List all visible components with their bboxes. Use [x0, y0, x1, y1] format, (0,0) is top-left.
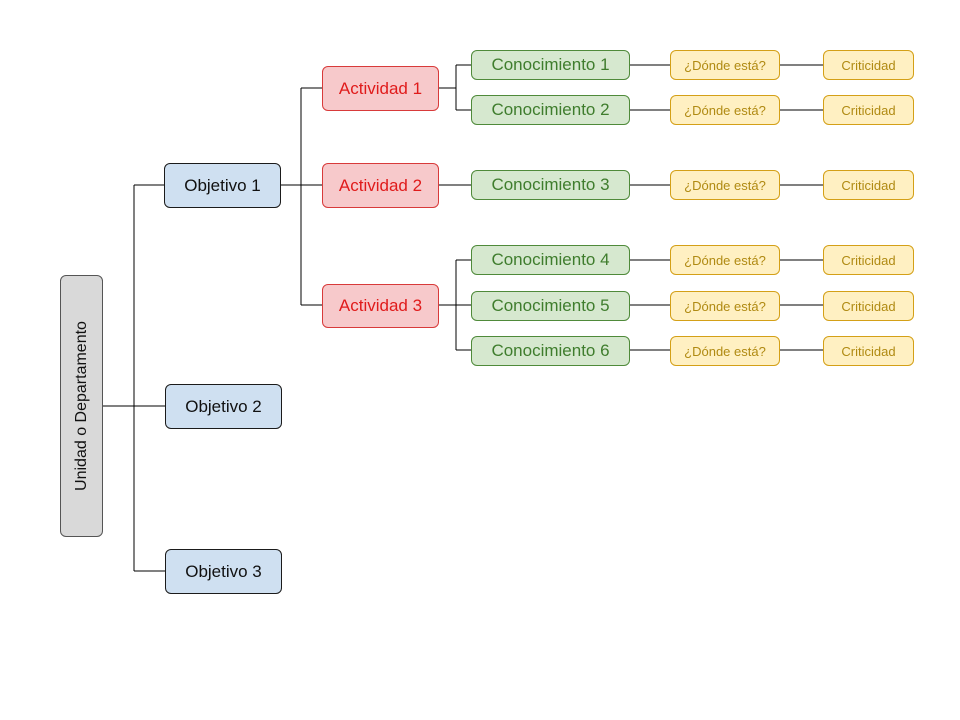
- where-5-node: ¿Dónde está?: [670, 291, 780, 321]
- objective-3-node: Objetivo 3: [165, 549, 282, 594]
- criticality-2-node: Criticidad: [823, 95, 914, 125]
- criticality-label: Criticidad: [841, 298, 896, 314]
- criticality-1-node: Criticidad: [823, 50, 914, 80]
- criticality-label: Criticidad: [841, 343, 896, 359]
- objective-1-node: Objetivo 1: [164, 163, 281, 208]
- where-2-node: ¿Dónde está?: [670, 95, 780, 125]
- knowledge-4-node: Conocimiento 4: [471, 245, 630, 275]
- knowledge-label: Conocimiento 1: [491, 55, 610, 74]
- knowledge-label: Conocimiento 5: [491, 296, 610, 315]
- criticality-3-node: Criticidad: [823, 170, 914, 200]
- root-label: Unidad o Departamento: [72, 321, 90, 491]
- knowledge-label: Conocimiento 4: [491, 250, 610, 269]
- activity-3-node: Actividad 3: [322, 284, 439, 328]
- where-3-node: ¿Dónde está?: [670, 170, 780, 200]
- criticality-label: Criticidad: [841, 177, 896, 193]
- knowledge-label: Conocimiento 3: [491, 175, 610, 194]
- activity-label: Actividad 1: [338, 78, 423, 98]
- objective-2-node: Objetivo 2: [165, 384, 282, 429]
- where-label: ¿Dónde está?: [684, 298, 766, 314]
- objective-label: Objetivo 1: [184, 175, 261, 195]
- knowledge-6-node: Conocimiento 6: [471, 336, 630, 366]
- root-node: Unidad o Departamento: [60, 275, 103, 537]
- activity-1-node: Actividad 1: [322, 66, 439, 111]
- activity-label: Actividad 2: [338, 175, 423, 195]
- where-label: ¿Dónde está?: [684, 177, 766, 193]
- criticality-label: Criticidad: [841, 57, 896, 73]
- knowledge-2-node: Conocimiento 2: [471, 95, 630, 125]
- knowledge-label: Conocimiento 2: [491, 100, 610, 119]
- objective-label: Objetivo 2: [185, 396, 262, 416]
- activity-2-node: Actividad 2: [322, 163, 439, 208]
- criticality-4-node: Criticidad: [823, 245, 914, 275]
- where-4-node: ¿Dónde está?: [670, 245, 780, 275]
- criticality-label: Criticidad: [841, 252, 896, 268]
- where-label: ¿Dónde está?: [684, 343, 766, 359]
- criticality-label: Criticidad: [841, 102, 896, 118]
- knowledge-label: Conocimiento 6: [491, 341, 610, 360]
- knowledge-1-node: Conocimiento 1: [471, 50, 630, 80]
- activity-label: Actividad 3: [338, 296, 423, 315]
- where-label: ¿Dónde está?: [684, 57, 766, 73]
- knowledge-3-node: Conocimiento 3: [471, 170, 630, 200]
- objective-label: Objetivo 3: [185, 561, 262, 581]
- knowledge-5-node: Conocimiento 5: [471, 291, 630, 321]
- criticality-6-node: Criticidad: [823, 336, 914, 366]
- where-1-node: ¿Dónde está?: [670, 50, 780, 80]
- criticality-5-node: Criticidad: [823, 291, 914, 321]
- where-label: ¿Dónde está?: [684, 252, 766, 268]
- where-6-node: ¿Dónde está?: [670, 336, 780, 366]
- where-label: ¿Dónde está?: [684, 102, 766, 118]
